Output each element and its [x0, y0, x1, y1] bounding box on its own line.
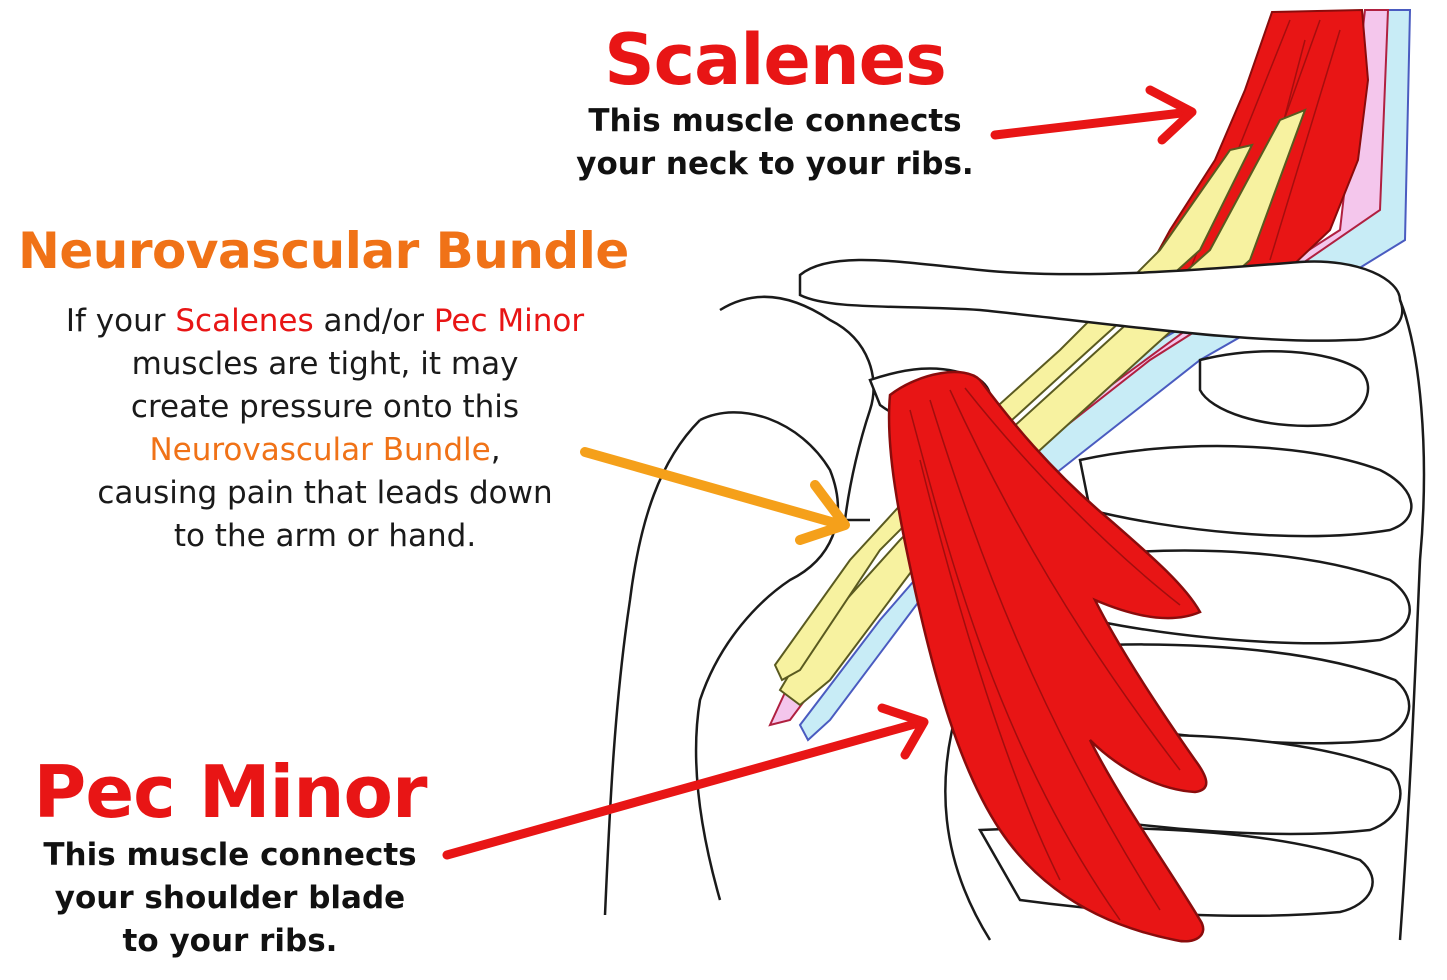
pec-minor-desc-line2: your shoulder blade: [10, 877, 450, 920]
bundle-desc-line5: causing pain that leads down: [10, 472, 640, 515]
bundle-desc-line2: muscles are tight, it may: [10, 343, 640, 386]
scalenes-label: Scalenes This muscle connects your neck …: [560, 20, 990, 186]
bundle-text: ,: [491, 432, 501, 468]
pec-minor-desc-line1: This muscle connects: [10, 834, 450, 877]
pec-minor-title: Pec Minor: [10, 750, 450, 834]
bundle-description: If your Scalenes and/or Pec Minor muscle…: [10, 300, 640, 558]
pec-minor-desc-line3: to your ribs.: [10, 920, 450, 963]
scalenes-title: Scalenes: [560, 20, 990, 100]
bundle-highlight-pec-minor: Pec Minor: [434, 303, 584, 339]
scalenes-desc-line1: This muscle connects: [560, 100, 990, 143]
bundle-desc-line3: create pressure onto this: [10, 386, 640, 429]
pec-minor-label: Pec Minor This muscle connects your shou…: [10, 750, 450, 963]
bundle-desc-line6: to the arm or hand.: [10, 515, 640, 558]
bundle-title: Neurovascular Bundle: [18, 222, 658, 280]
bundle-desc-line1: If your Scalenes and/or Pec Minor: [10, 300, 640, 343]
scalenes-desc-line2: your neck to your ribs.: [560, 143, 990, 186]
bundle-label: Neurovascular Bundle: [18, 222, 658, 280]
bundle-highlight-bundle: Neurovascular Bundle: [149, 432, 490, 468]
scapula-outline: [720, 297, 874, 520]
bundle-highlight-scalenes: Scalenes: [175, 303, 313, 339]
bundle-text: and/or: [314, 303, 434, 339]
red-arrow-icon: [995, 90, 1192, 140]
bundle-desc-line4: Neurovascular Bundle,: [10, 429, 640, 472]
bundle-text: If your: [66, 303, 175, 339]
red-arrow-icon: [447, 708, 924, 855]
